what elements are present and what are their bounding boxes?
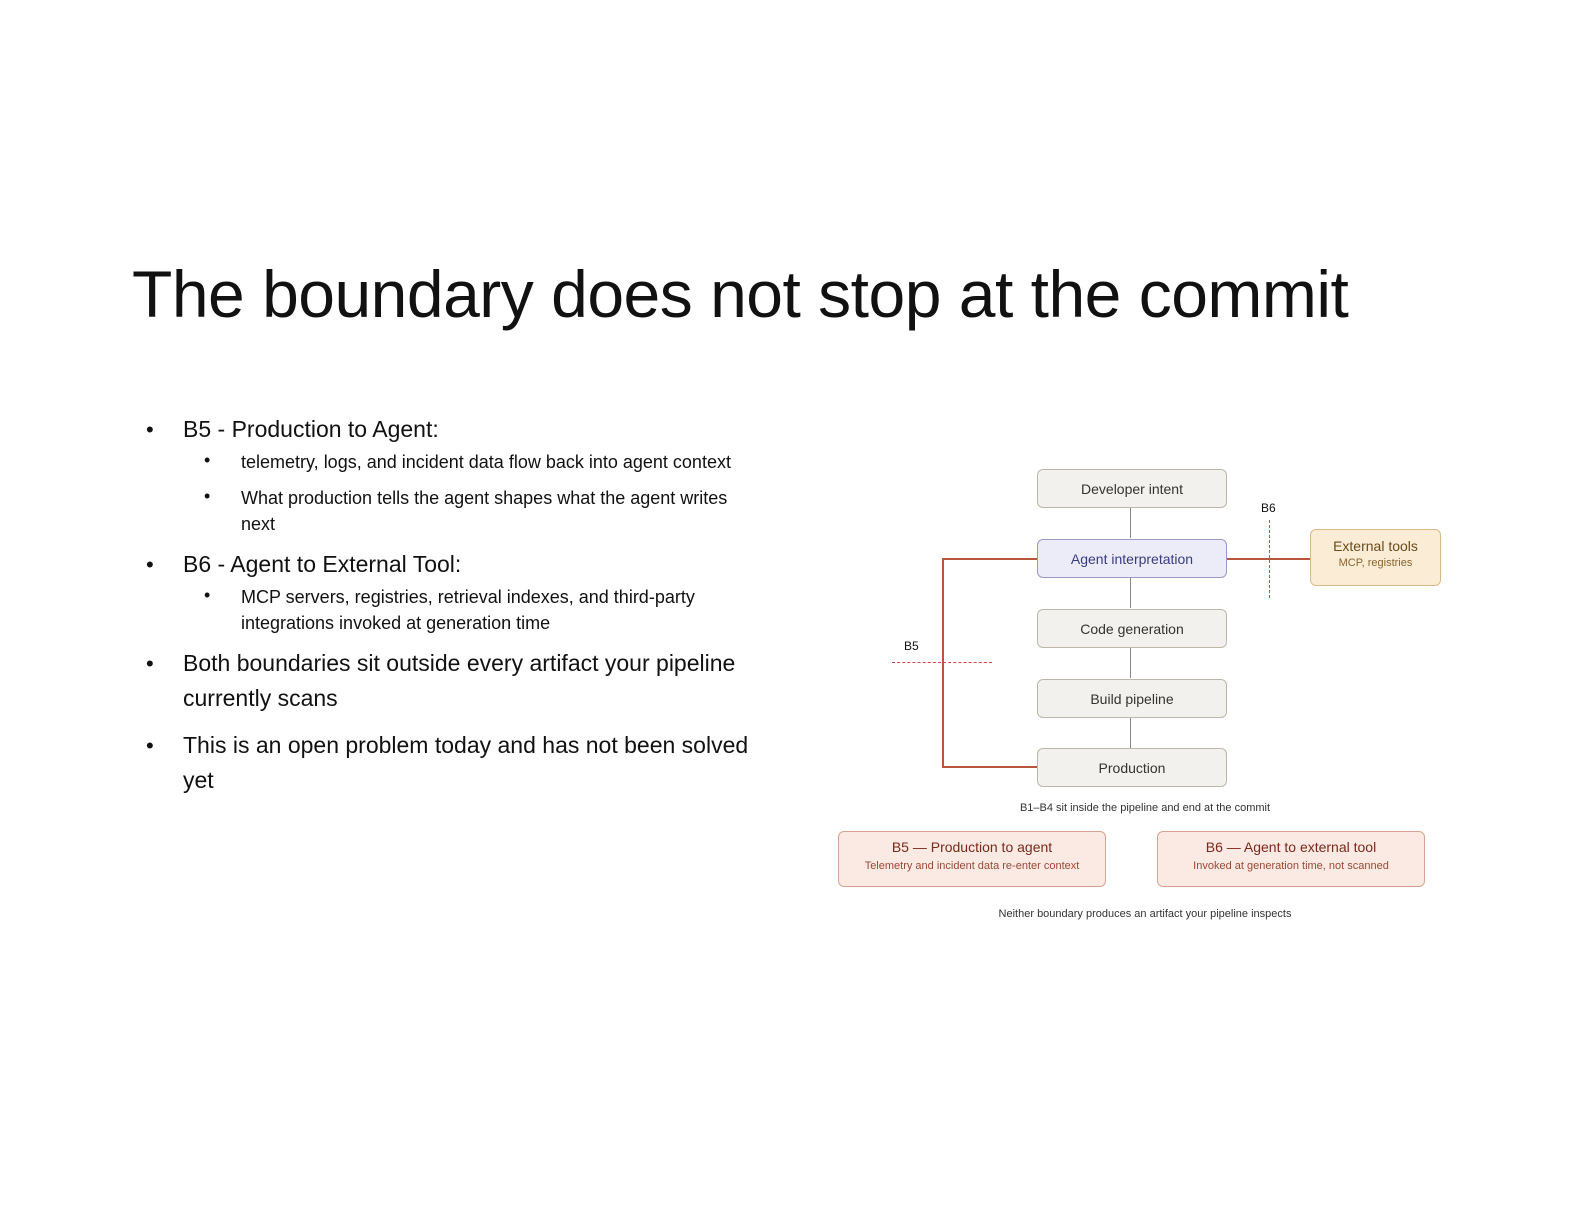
- b6-link: [1227, 558, 1310, 560]
- bullet-list: B5 - Production to Agent: telemetry, log…: [146, 412, 766, 810]
- card-b6: B6 — Agent to external tool Invoked at g…: [1157, 831, 1425, 887]
- card-b6-title: B6 — Agent to external tool: [1205, 839, 1377, 855]
- connector: [1130, 578, 1131, 608]
- connector: [1130, 648, 1131, 678]
- card-b5-subtitle: Telemetry and incident data re-enter con…: [864, 860, 1080, 872]
- caption-inside-pipeline: B1–B4 sit inside the pipeline and end at…: [1019, 802, 1271, 814]
- b5-label: B5: [904, 639, 919, 653]
- connector: [1130, 718, 1131, 748]
- external-tools-title: External tools: [1333, 538, 1418, 554]
- bullet-b6: B6 - Agent to External Tool:: [146, 547, 766, 582]
- bullet-b5: B5 - Production to Agent:: [146, 412, 766, 447]
- slide-title: The boundary does not stop at the commit: [132, 257, 1349, 331]
- b6-boundary-marker: [1269, 520, 1270, 598]
- node-developer-intent: Developer intent: [1037, 469, 1227, 508]
- card-b5-title: B5 — Production to agent: [891, 839, 1053, 855]
- bullet-outside: Both boundaries sit outside every artifa…: [146, 646, 766, 716]
- external-tools-box: External tools MCP, registries: [1310, 529, 1441, 586]
- connector: [1130, 508, 1131, 538]
- node-agent-interpretation: Agent interpretation: [1037, 539, 1227, 578]
- bullet-open-problem: This is an open problem today and has no…: [146, 728, 766, 798]
- sub-bullet: telemetry, logs, and incident data flow …: [204, 447, 766, 475]
- b5-boundary-marker: [892, 662, 992, 663]
- b6-label: B6: [1261, 501, 1276, 515]
- node-production: Production: [1037, 748, 1227, 787]
- sub-bullets-b5: telemetry, logs, and incident data flow …: [204, 447, 766, 537]
- b5-loop-bottom: [942, 766, 1037, 768]
- external-tools-subtitle: MCP, registries: [1338, 557, 1413, 569]
- sub-bullet: What production tells the agent shapes w…: [204, 483, 766, 537]
- boundary-diagram: B5 B6 Developer intent Agent interpretat…: [830, 460, 1460, 940]
- b5-loop-side: [942, 558, 944, 768]
- sub-bullet: MCP servers, registries, retrieval index…: [204, 582, 766, 636]
- card-b5: B5 — Production to agent Telemetry and i…: [838, 831, 1106, 887]
- sub-bullets-b6: MCP servers, registries, retrieval index…: [204, 582, 766, 636]
- b5-loop-top: [942, 558, 1037, 560]
- node-build-pipeline: Build pipeline: [1037, 679, 1227, 718]
- caption-no-artifact: Neither boundary produces an artifact yo…: [998, 908, 1292, 920]
- node-code-generation: Code generation: [1037, 609, 1227, 648]
- card-b6-subtitle: Invoked at generation time, not scanned: [1193, 860, 1389, 872]
